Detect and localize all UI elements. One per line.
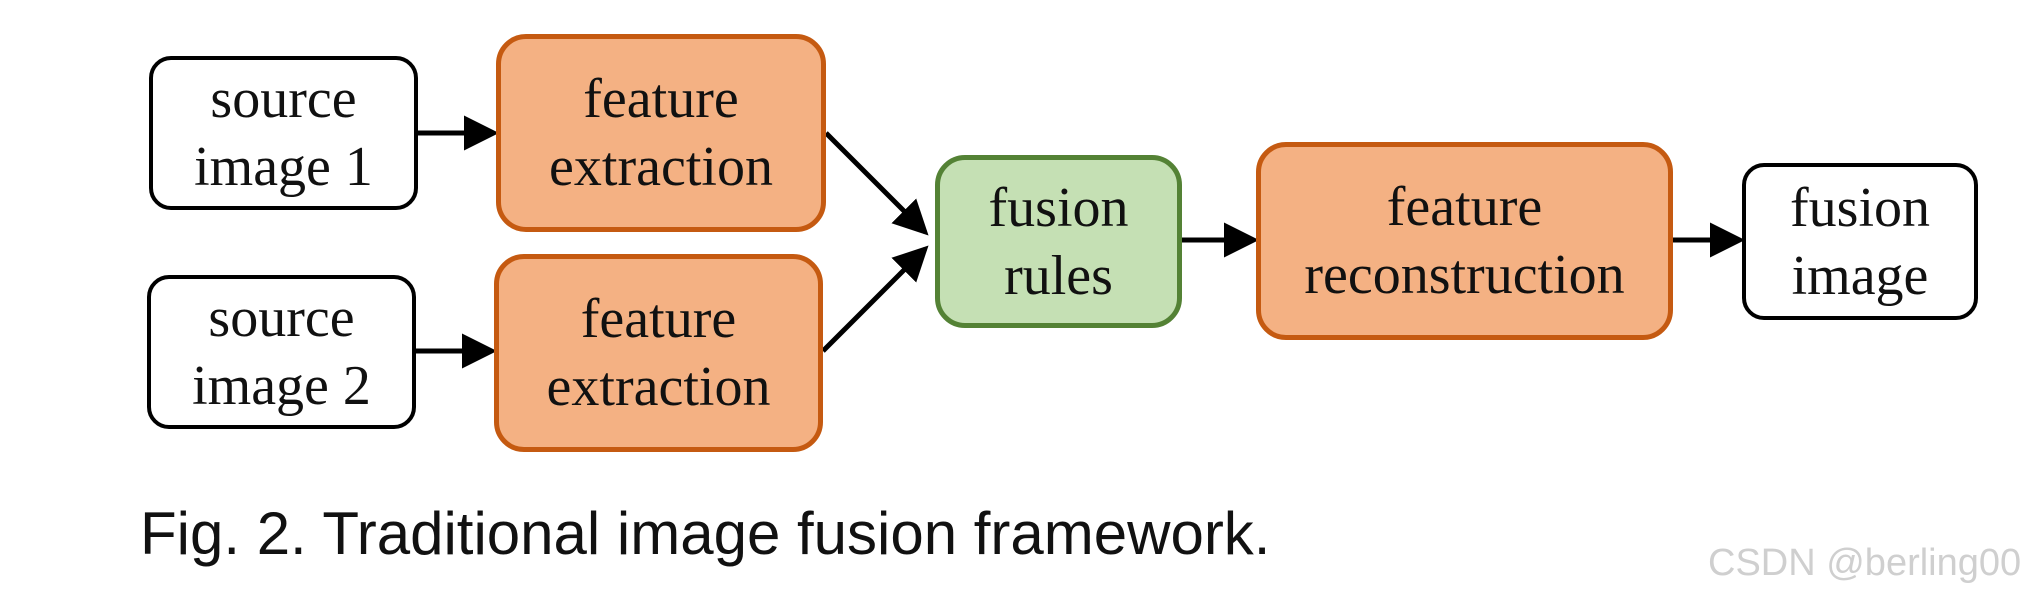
- node-fusion-image: fusion image: [1742, 163, 1978, 320]
- figure-caption: Fig. 2. Traditional image fusion framewo…: [140, 500, 1271, 567]
- node-label-line1: feature: [580, 288, 737, 350]
- node-label-line2: extraction: [546, 356, 771, 418]
- node-label-line1: source: [208, 287, 355, 349]
- node-label-line1: feature: [583, 68, 739, 130]
- edge-extract1-to-rules: [824, 131, 929, 236]
- node-label-line2: extraction: [549, 136, 773, 198]
- node-feature-extraction-1: feature extraction: [496, 34, 826, 232]
- watermark-text: CSDN @berling00: [1708, 542, 2022, 584]
- node-label-line2: rules: [1004, 244, 1113, 307]
- node-label-line1: feature: [1386, 176, 1543, 238]
- node-label-line1: fusion: [1790, 176, 1930, 239]
- node-feature-extraction-2: feature extraction: [494, 254, 823, 452]
- node-label-line1: source: [210, 68, 357, 130]
- node-source-image-1: source image 1: [149, 56, 418, 210]
- node-label-line2: reconstruction: [1304, 244, 1625, 306]
- node-fusion-rules: fusion rules: [935, 155, 1182, 328]
- node-feature-reconstruction: feature reconstruction: [1256, 142, 1673, 340]
- node-label-line2: image 2: [192, 355, 371, 417]
- node-label-line2: image 1: [194, 136, 373, 198]
- node-label-line2: image: [1791, 244, 1929, 307]
- edge-extract2-to-rules: [821, 245, 929, 353]
- node-source-image-2: source image 2: [147, 275, 416, 429]
- node-label-line1: fusion: [988, 176, 1129, 239]
